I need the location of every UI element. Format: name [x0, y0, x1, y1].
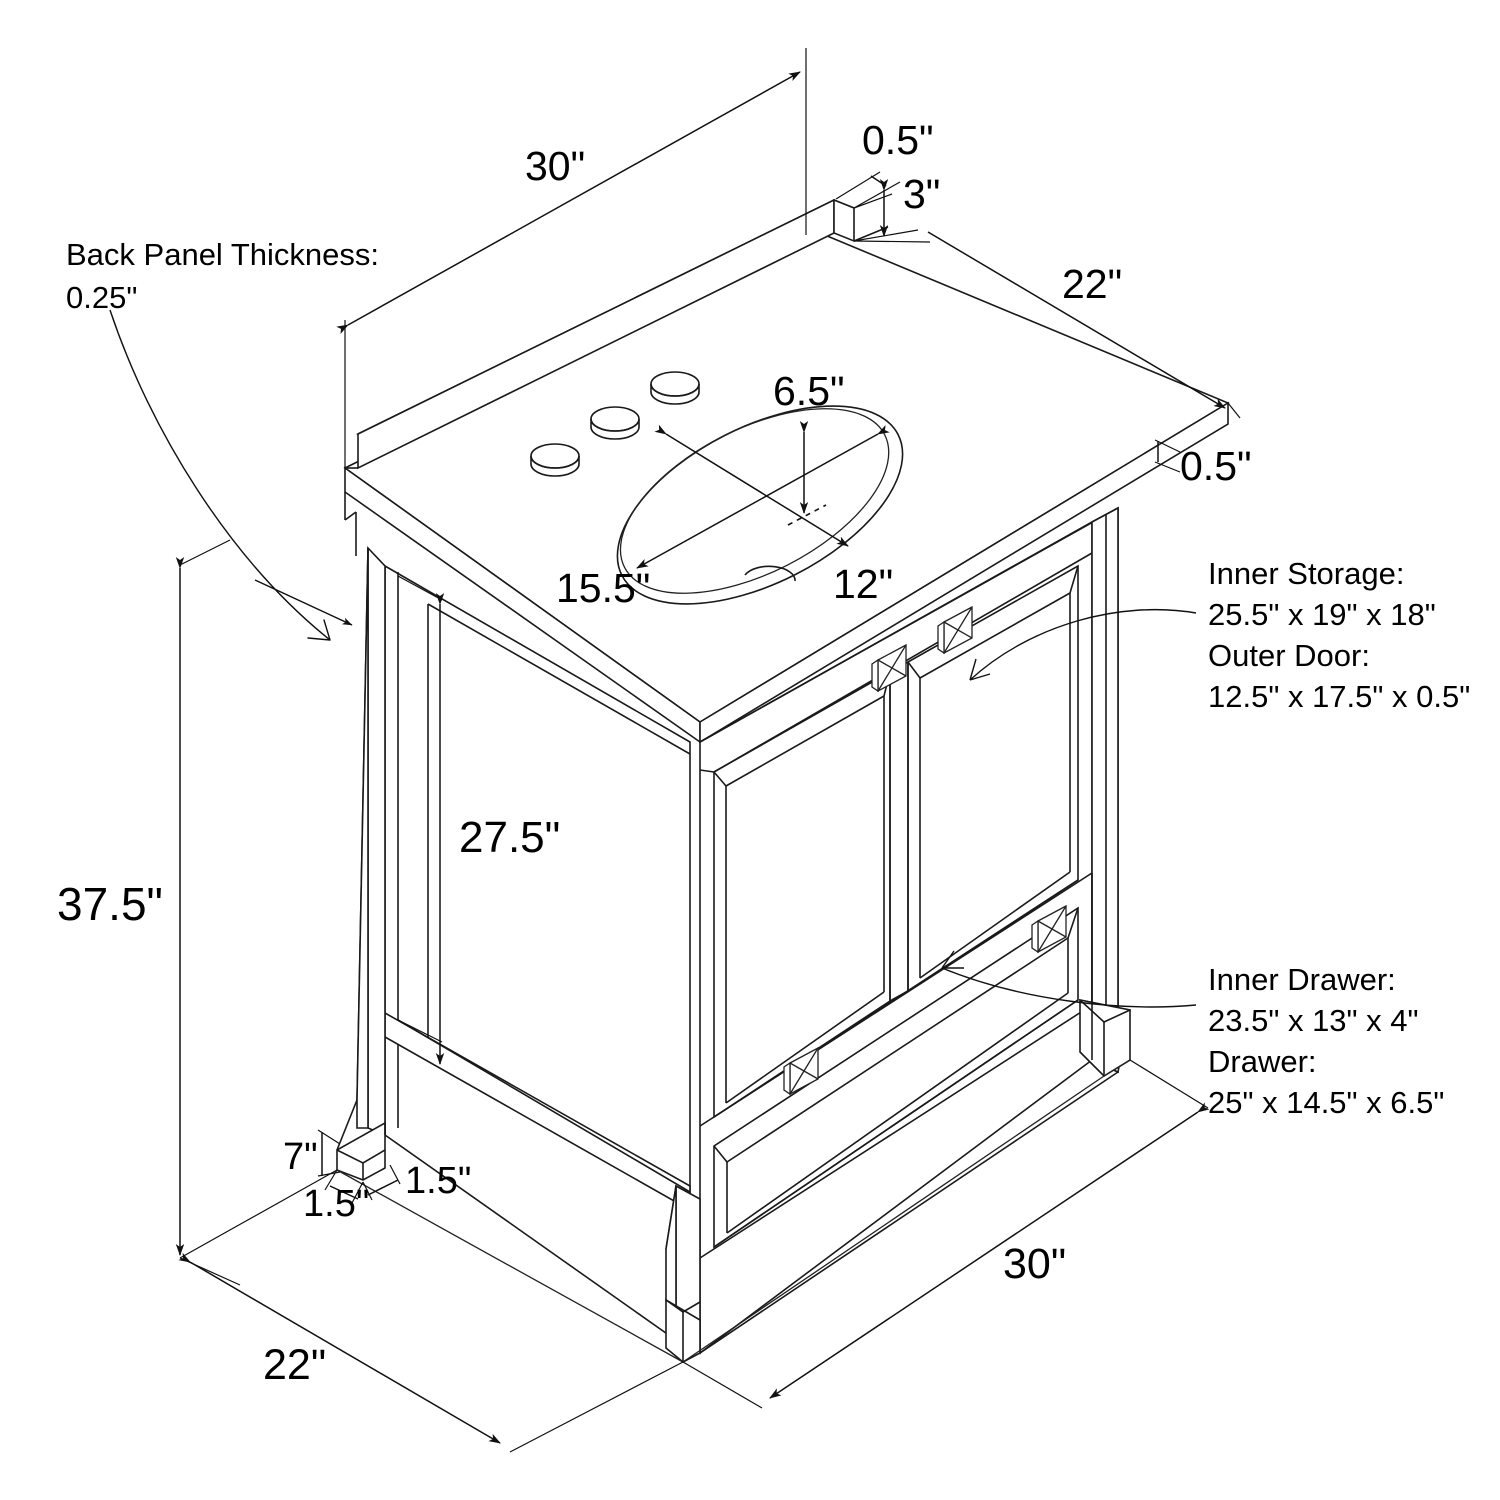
dim-label-foot-width-right: 1.5": [405, 1160, 472, 1202]
leader-drawer-arrow: [941, 950, 964, 969]
dim-overall-height: [175, 539, 241, 1286]
note-back-panel-line1: Back Panel Thickness:: [66, 237, 380, 272]
dim-foot-width-right: [362, 1164, 401, 1201]
leader-back-panel: [109, 309, 331, 641]
note-inner-storage: Inner Storage: 25.5" x 19" x 18" Outer D…: [1208, 556, 1470, 715]
dim-label-base-depth: 22": [263, 1341, 327, 1389]
dim-label-sink-major: 15.5": [556, 565, 651, 611]
leader-drawer: [941, 967, 1197, 1008]
dim-backsplash-height: [853, 179, 931, 243]
note-inner-drawer: Inner Drawer: 23.5" x 13" x 4" Drawer: 2…: [1208, 962, 1444, 1121]
note-back-panel-line2: 0.25": [66, 280, 138, 315]
dim-label-foot-height: 7": [283, 1136, 318, 1178]
note-storage-line4: 12.5" x 17.5" x 0.5": [1208, 679, 1471, 714]
note-storage-line1: Inner Storage:: [1208, 556, 1405, 591]
dim-label-overall-height: 37.5": [57, 878, 163, 930]
dim-label-backsplash-height: 3": [903, 171, 941, 217]
note-drawer-line2: 23.5" x 13" x 4": [1208, 1003, 1419, 1038]
dim-base-width: [682, 1059, 1210, 1409]
dim-label-top-width: 30": [525, 143, 586, 189]
note-storage-line2: 25.5" x 19" x 18": [1208, 597, 1436, 632]
dim-top-thickness: [1154, 439, 1181, 473]
dim-label-base-width: 30": [1003, 1240, 1067, 1288]
dim-sink-width: [654, 424, 849, 547]
note-drawer-line1: Inner Drawer:: [1208, 962, 1396, 997]
dim-top-width: [336, 48, 807, 468]
note-drawer-line3: Drawer:: [1208, 1044, 1317, 1079]
dim-label-cabinet-height: 27.5": [459, 813, 561, 862]
dim-label-top-thickness: 0.5": [1180, 443, 1252, 489]
leader-storage: [969, 608, 1197, 681]
note-drawer-line4: 25" x 14.5" x 6.5": [1208, 1085, 1445, 1120]
leg-front-left: [665, 1184, 701, 1363]
dim-label-backsplash-thickness: 0.5": [862, 117, 934, 163]
leader-back-panel-tip: [254, 579, 353, 626]
dim-base-depth: [178, 1169, 684, 1453]
leg-back-left: [336, 545, 386, 1181]
leader-storage-arrow: [969, 658, 991, 681]
dim-label-foot-width-left: 1.5": [303, 1183, 370, 1225]
dim-label-sink-minor: 6.5": [773, 368, 845, 414]
dim-label-top-depth: 22": [1062, 261, 1123, 307]
faucet-holes: [530, 371, 700, 477]
dim-cabinet-height: [397, 575, 445, 1065]
drawer-knob-left[interactable]: [783, 1046, 819, 1096]
left-side-panel: [384, 564, 691, 1352]
dim-top-depth: [853, 229, 1241, 419]
door-knob-right[interactable]: [937, 605, 973, 655]
dim-label-sink-width: 12": [833, 561, 894, 607]
drawer-knob-right[interactable]: [1031, 904, 1067, 954]
back-panel-edge-3: [344, 511, 357, 521]
note-back-panel: Back Panel Thickness: 0.25": [66, 237, 379, 316]
leader-back-panel-arrow: [307, 619, 331, 641]
door-knob-left[interactable]: [871, 643, 907, 693]
dim-foot-width-left: [324, 1169, 364, 1204]
note-storage-line3: Outer Door:: [1208, 638, 1370, 673]
